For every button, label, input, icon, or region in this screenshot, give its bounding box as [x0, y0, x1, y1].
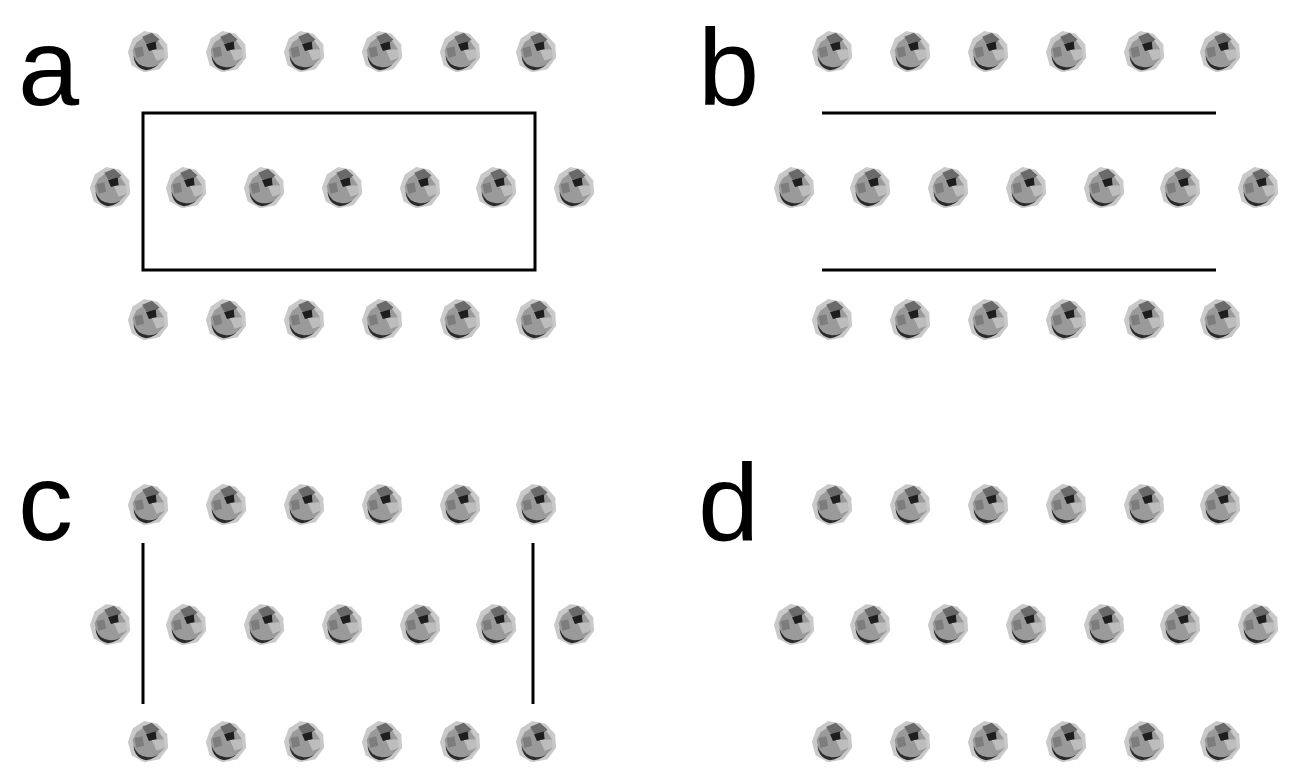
particle-icon	[774, 604, 814, 645]
particle-icon	[1046, 484, 1086, 525]
particle-icon	[284, 31, 324, 72]
boundary-line	[822, 112, 1216, 115]
particle-icon	[890, 721, 930, 762]
boundary-line	[822, 269, 1216, 272]
particle-icon	[244, 167, 284, 208]
particle-icon	[284, 484, 324, 525]
particle-icon	[812, 721, 852, 762]
particle-icon	[1046, 299, 1086, 340]
panel-letter: c	[18, 447, 73, 557]
particle-icon	[284, 299, 324, 340]
particle-icon	[476, 604, 516, 645]
particle-icon	[516, 31, 556, 72]
particle-icon	[1200, 31, 1240, 72]
particle-icon	[1200, 484, 1240, 525]
particle-icon	[1200, 721, 1240, 762]
particle-icon	[128, 484, 168, 525]
particle-icon	[1160, 604, 1200, 645]
particle-icon	[890, 299, 930, 340]
particle-icon	[322, 167, 362, 208]
particle-icon	[968, 721, 1008, 762]
particle-icon	[440, 31, 480, 72]
particle-icon	[90, 167, 130, 208]
particle-icon	[440, 299, 480, 340]
particle-icon	[362, 721, 402, 762]
particle-icon	[968, 299, 1008, 340]
particle-icon	[206, 299, 246, 340]
particle-icon	[1160, 167, 1200, 208]
particle-icon	[322, 604, 362, 645]
particle-icon	[1238, 604, 1278, 645]
particle-icon	[1046, 31, 1086, 72]
particle-icon	[1124, 484, 1164, 525]
particle-icon	[362, 299, 402, 340]
particle-icon	[1124, 31, 1164, 72]
particle-icon	[812, 31, 852, 72]
particle-icon	[166, 604, 206, 645]
particle-icon	[362, 484, 402, 525]
particle-icon	[400, 167, 440, 208]
particle-icon	[850, 167, 890, 208]
particle-icon	[516, 299, 556, 340]
particle-icon	[362, 31, 402, 72]
particle-icon	[968, 31, 1008, 72]
particle-icon	[206, 721, 246, 762]
particle-icon	[1084, 604, 1124, 645]
particle-icon	[128, 299, 168, 340]
particle-icon	[554, 167, 594, 208]
particle-icon	[554, 604, 594, 645]
particle-icon	[516, 721, 556, 762]
particle-icon	[90, 604, 130, 645]
particle-icon	[890, 31, 930, 72]
particle-icon	[812, 484, 852, 525]
panel-letter: b	[698, 12, 759, 122]
panel-letter: d	[698, 447, 759, 557]
boundary-line	[142, 543, 145, 704]
particle-icon	[440, 484, 480, 525]
particle-icon	[206, 31, 246, 72]
particle-icon	[928, 604, 968, 645]
particle-icon	[1124, 721, 1164, 762]
particle-icon	[774, 167, 814, 208]
particle-icon	[440, 721, 480, 762]
particle-icon	[476, 167, 516, 208]
particle-icon	[1006, 167, 1046, 208]
particle-icon	[1006, 604, 1046, 645]
particle-icon	[1046, 721, 1086, 762]
particle-icon	[128, 31, 168, 72]
panel-letter: a	[18, 12, 79, 122]
particle-icon	[244, 604, 284, 645]
particle-icon	[968, 484, 1008, 525]
particle-icon	[1124, 299, 1164, 340]
particle-icon	[850, 604, 890, 645]
particle-icon	[400, 604, 440, 645]
particle-icon	[284, 721, 324, 762]
particle-icon	[928, 167, 968, 208]
particle-icon	[1200, 299, 1240, 340]
particle-icon	[812, 299, 852, 340]
particle-icon	[1084, 167, 1124, 208]
particle-icon	[516, 484, 556, 525]
particle-icon	[128, 721, 168, 762]
particle-icon	[206, 484, 246, 525]
particle-icon	[890, 484, 930, 525]
particle-icon	[1238, 167, 1278, 208]
particle-icon	[166, 167, 206, 208]
boundary-line	[532, 543, 535, 704]
enclosing-rectangle	[143, 113, 535, 270]
